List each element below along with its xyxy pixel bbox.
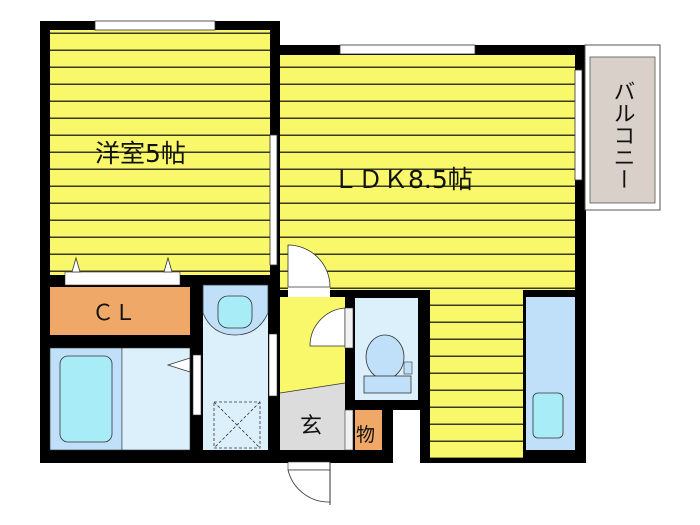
entrance-floor [280, 383, 345, 450]
ldk-door[interactable] [287, 244, 331, 297]
washroom-door[interactable] [268, 333, 278, 397]
kitchen-sink-icon [532, 392, 564, 439]
ldk-label: ＬＤＫ8.5帖 [333, 165, 473, 194]
faucet-icon [166, 357, 191, 373]
toilet-icon [365, 334, 405, 380]
toilet-door[interactable] [309, 307, 354, 349]
window-balcony [574, 69, 583, 181]
western-room-floor [50, 30, 270, 275]
window-western [94, 20, 216, 31]
storage [355, 410, 382, 450]
exterior-notch [393, 410, 420, 465]
washing-machine-space [213, 401, 261, 449]
western-room-label: 洋室5帖 [95, 139, 186, 168]
balcony-floor [589, 56, 656, 204]
front-door[interactable] [287, 461, 331, 505]
closet [50, 287, 190, 335]
sliding-door-western[interactable] [269, 134, 278, 266]
window-ldk [339, 44, 476, 55]
storage-door[interactable] [344, 409, 354, 451]
balcony-label: バルコニー [610, 80, 635, 190]
bath-door[interactable] [192, 354, 202, 416]
washbasin-icon [217, 295, 253, 329]
closet-door-markers [64, 256, 181, 286]
entrance-label: 玄 [300, 414, 322, 439]
ldk-floor-lower [430, 288, 523, 458]
closet-label: ＣＬ [92, 301, 136, 326]
toilet-paper-icon [403, 361, 413, 375]
bathtub [59, 355, 113, 443]
toilet-tank-icon [363, 375, 412, 394]
storage-label: 物 [356, 424, 375, 446]
ldk-floor [280, 55, 575, 290]
